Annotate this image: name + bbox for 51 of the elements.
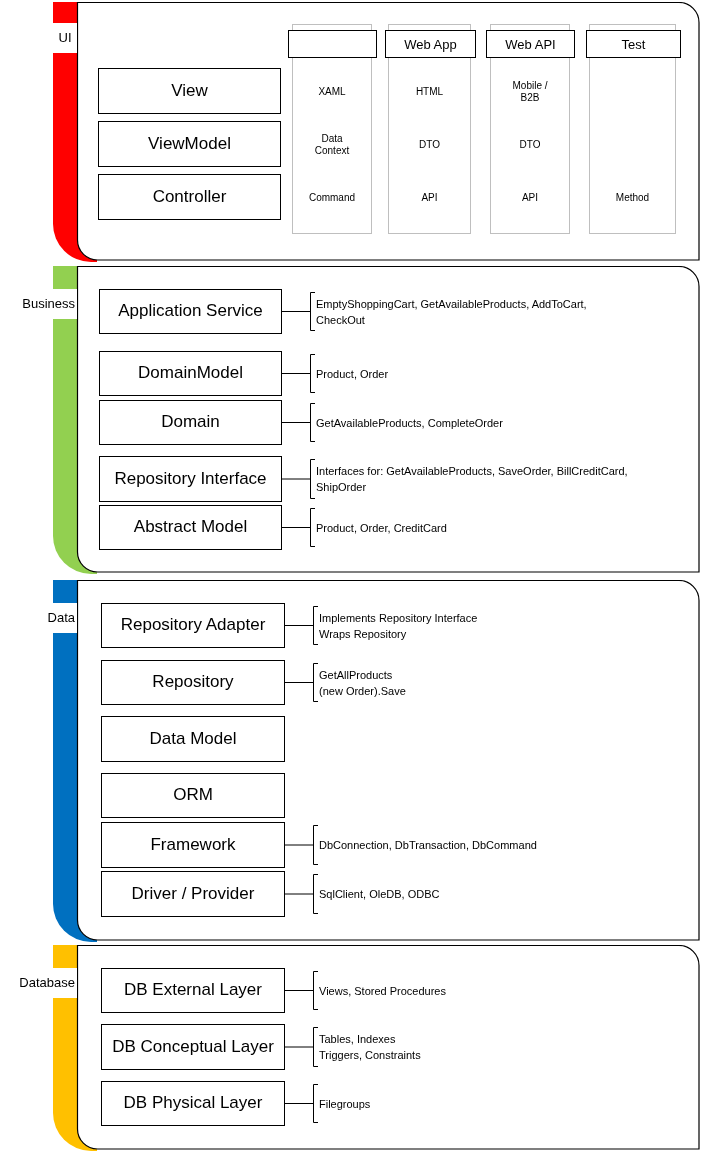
note-text: GetAvailableProducts, CompleteOrder bbox=[316, 415, 503, 431]
column-item: Method bbox=[615, 192, 650, 204]
note-text: Product, Order, CreditCard bbox=[316, 520, 447, 536]
column-item: DTO bbox=[519, 139, 541, 151]
column-item: API bbox=[521, 192, 539, 204]
note-text: GetAllProducts bbox=[319, 667, 393, 683]
column-item: HTML bbox=[415, 86, 444, 98]
note-text: Filegroups bbox=[319, 1096, 371, 1112]
column-header bbox=[288, 30, 377, 58]
component-box: Controller bbox=[98, 174, 281, 220]
column-item: Mobile / B2B bbox=[511, 80, 549, 104]
component-box: Domain bbox=[99, 400, 282, 445]
column-item: API bbox=[421, 192, 438, 204]
component-box: Framework bbox=[101, 822, 285, 868]
note-text: Tables, Indexes bbox=[319, 1032, 396, 1047]
component-box: Repository Interface bbox=[99, 456, 282, 502]
column-header: Web API bbox=[486, 30, 575, 58]
column-header: Web App bbox=[385, 30, 476, 58]
column-header: Test bbox=[586, 30, 681, 58]
component-box: ViewModel bbox=[98, 121, 281, 167]
note-text: (new Order).Save bbox=[319, 683, 406, 699]
note-text: EmptyShoppingCart, GetAvailableProducts, AddToCart, CheckOut bbox=[316, 296, 588, 328]
note-text: Implements Repository Interface bbox=[319, 610, 478, 626]
component-box: Application Service bbox=[99, 289, 282, 334]
layer-label: Database bbox=[17, 968, 77, 998]
note-text: Views, Stored Procedures bbox=[319, 983, 446, 999]
component-box: View bbox=[98, 68, 281, 114]
layer-label: Business bbox=[20, 289, 77, 319]
note-text: SqlClient, OleDB, ODBC bbox=[319, 887, 440, 902]
layer-panel bbox=[53, 2, 700, 263]
layer-label: UI bbox=[53, 23, 77, 53]
note-text: DbConnection, DbTransaction, DbCommand bbox=[319, 838, 537, 853]
column-item: DTO bbox=[419, 139, 440, 151]
column-item: XAML bbox=[318, 86, 346, 98]
component-box: DomainModel bbox=[99, 351, 282, 396]
component-box: DB External Layer bbox=[101, 968, 285, 1013]
column-item: Command bbox=[308, 192, 356, 204]
layer-label: Data bbox=[45, 603, 77, 633]
column-item: Data Context bbox=[313, 133, 351, 157]
note-text: Wraps Repository bbox=[319, 626, 407, 642]
component-box: Driver / Provider bbox=[101, 871, 285, 917]
component-box: Repository bbox=[101, 660, 285, 705]
component-box: Data Model bbox=[101, 716, 285, 762]
component-box: Repository Adapter bbox=[101, 603, 285, 648]
note-text: Product, Order bbox=[316, 366, 389, 382]
note-text: Triggers, Constraints bbox=[319, 1048, 421, 1063]
note-text: Interfaces for: GetAvailableProducts, SaveOrder, BillCreditCard, ShipOrder bbox=[316, 464, 629, 495]
component-box: DB Conceptual Layer bbox=[101, 1024, 285, 1070]
component-box: DB Physical Layer bbox=[101, 1081, 285, 1126]
component-box: Abstract Model bbox=[99, 505, 282, 550]
component-box: ORM bbox=[101, 773, 285, 818]
